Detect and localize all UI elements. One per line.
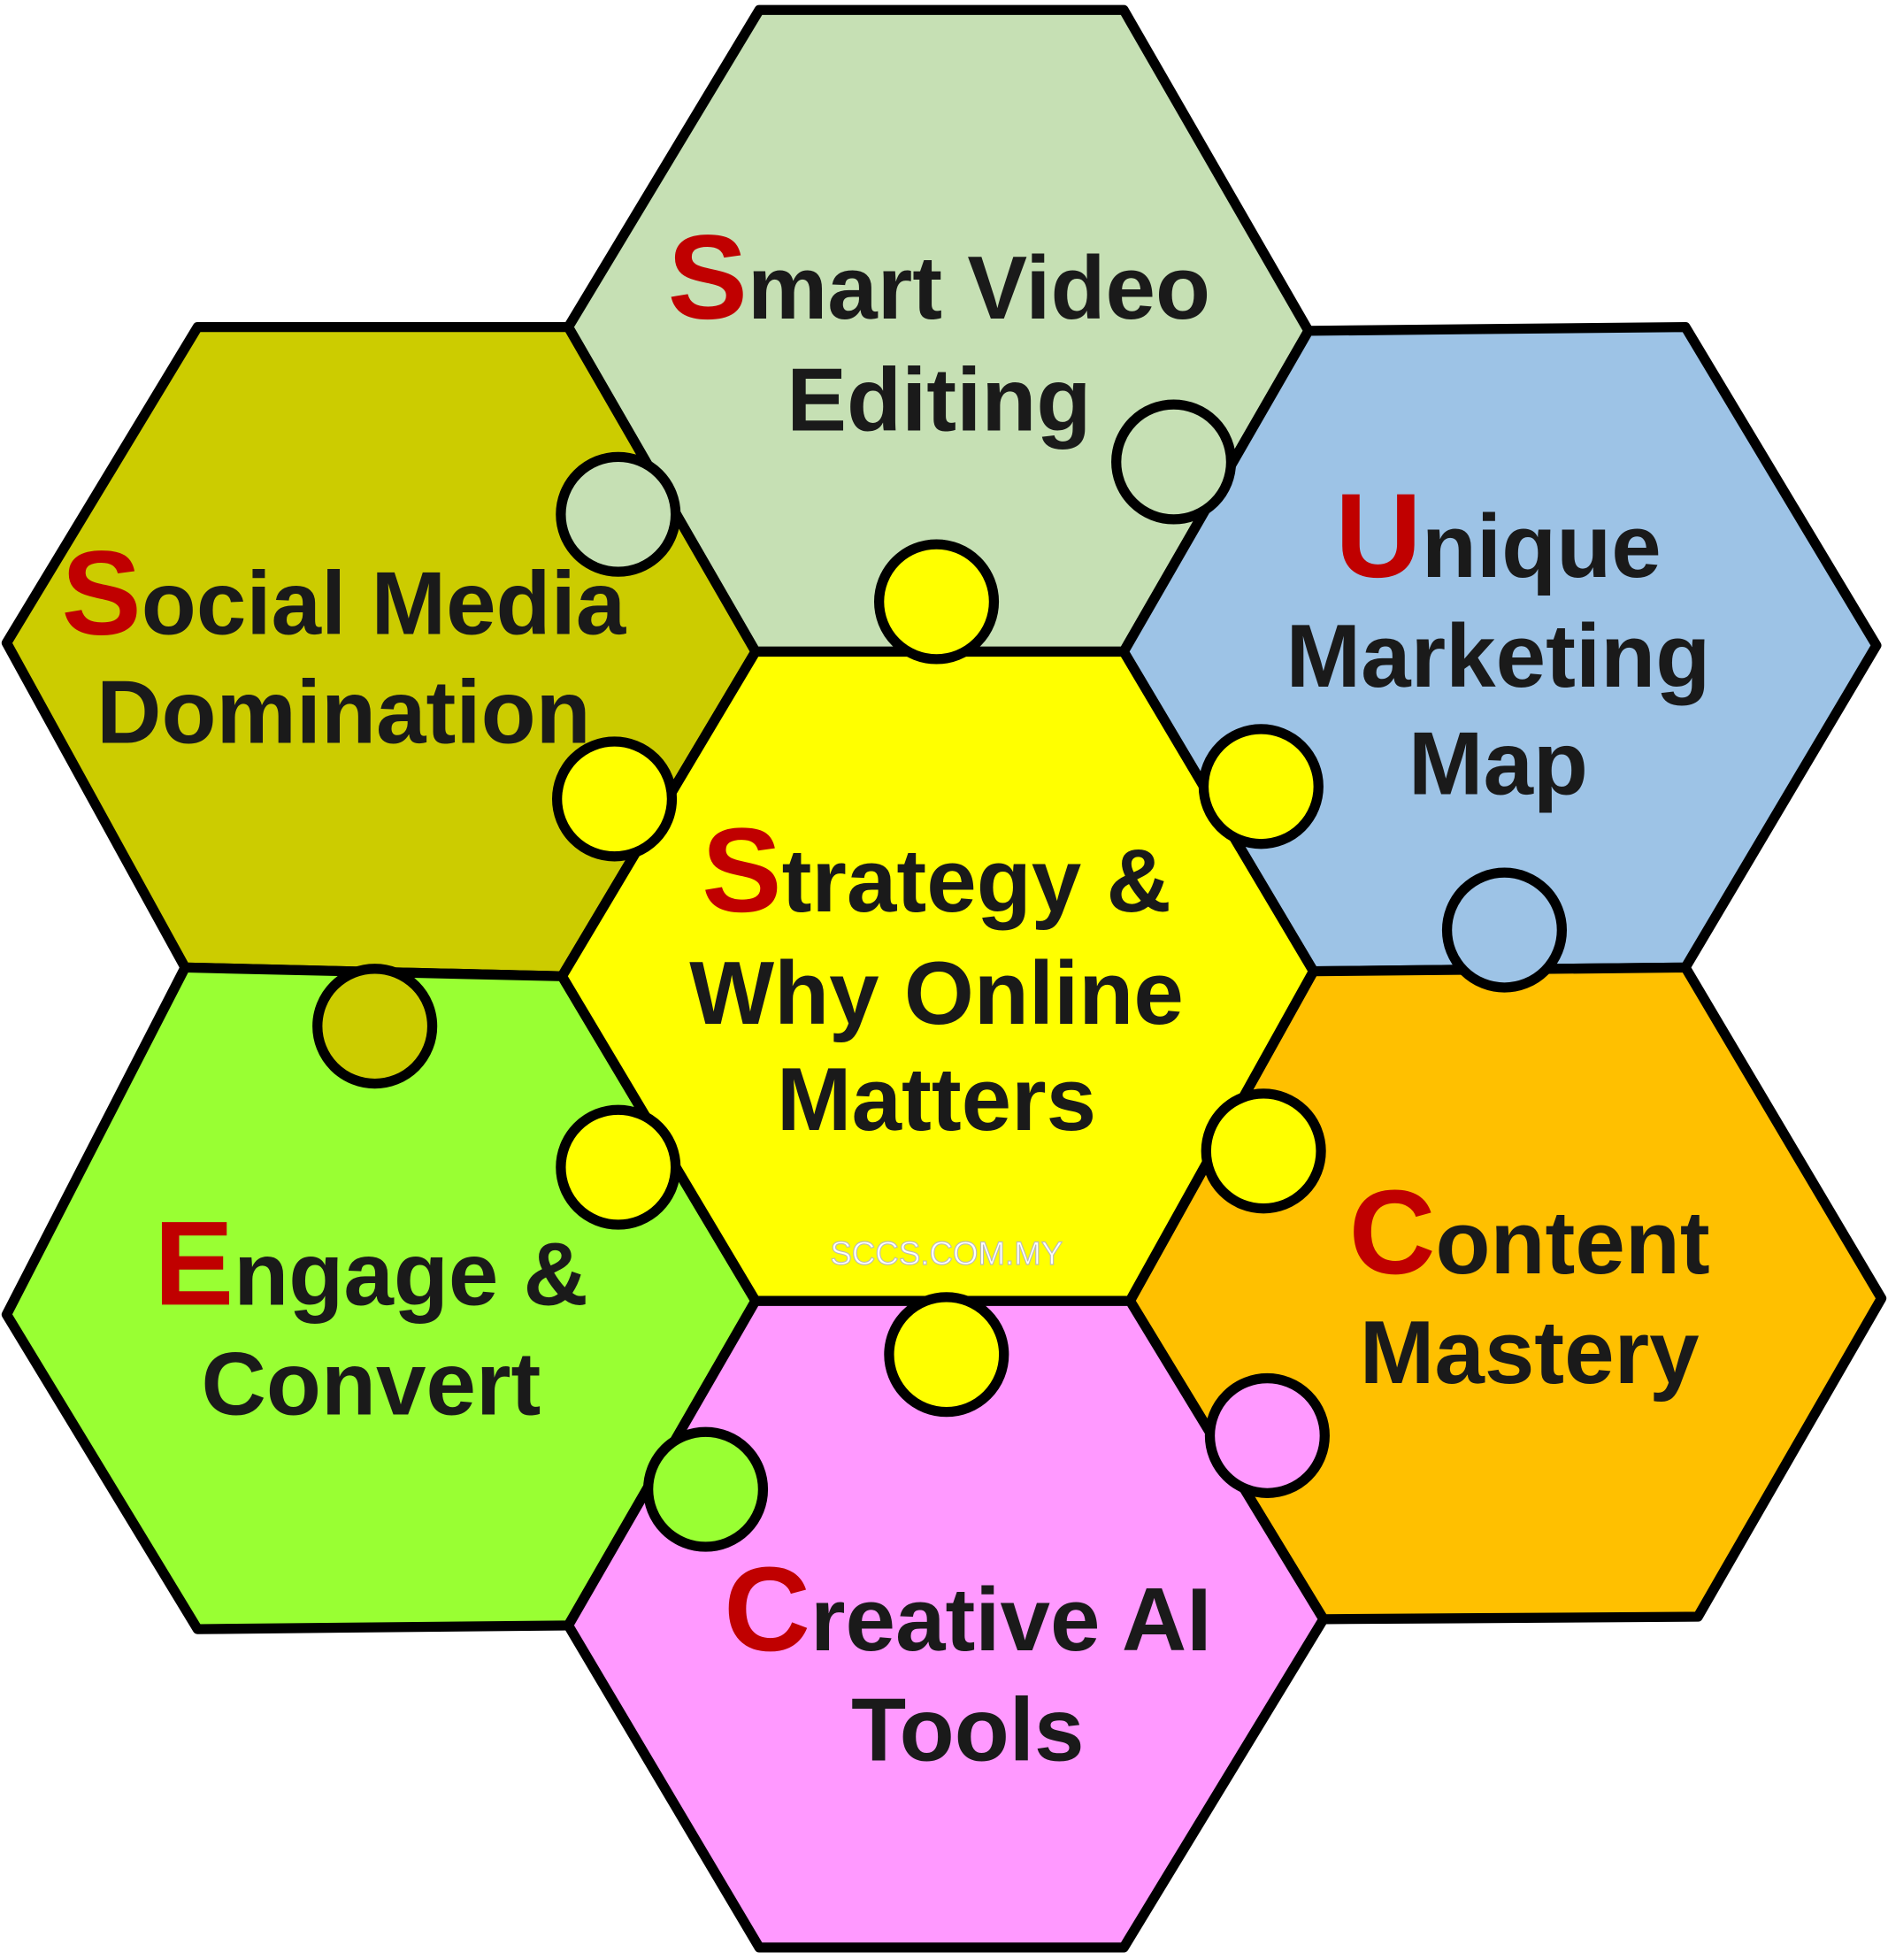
puzzle-knob-bottom [1204,1372,1330,1498]
puzzle-knob-bottom-left [642,1426,769,1552]
puzzle-knob-center [884,1292,1009,1418]
piece-bottom-left-label: Engage & Convert [154,1195,588,1433]
puzzle-knob-center [556,1104,681,1230]
initial-letter: E [154,1195,234,1330]
label-line: Editing [787,350,1091,450]
puzzle-knob-top [1111,399,1237,525]
svg-text:Engage &: Engage & [154,1195,588,1330]
svg-text:Content: Content [1349,1164,1710,1299]
svg-text:Unique: Unique [1335,468,1662,603]
puzzle-knob-center [1198,724,1324,849]
puzzle-knob-center [1201,1088,1326,1214]
piece-top-label: Smart Video Editing [668,210,1210,450]
puzzle-knob-top [556,451,681,577]
puzzle-knob-center [552,736,678,862]
label-line: Tools [851,1679,1084,1779]
puzzle-piece-center [556,646,1319,1306]
label-line: nique [1422,496,1662,596]
piece-center-label: Strategy & Why Online Matters [689,803,1184,1149]
label-line: ontent [1435,1192,1709,1293]
puzzle-knob-top-left [312,964,438,1089]
label-line: Marketing [1286,605,1711,706]
label-line: reative AI [810,1569,1212,1670]
svg-text:Smart Video: Smart Video [668,210,1210,344]
label-line: ocial Media [142,553,627,654]
label-line: trategy & [782,830,1171,931]
label-line: Convert [202,1333,541,1433]
puzzle-knob-center [873,539,1000,665]
label-line: ngage & [234,1223,588,1324]
initial-letter: C [724,1541,810,1676]
label-line: Domination [96,661,591,762]
svg-text:Social Media: Social Media [61,526,626,660]
label-line: Map [1408,712,1588,813]
svg-text:Strategy &: Strategy & [702,803,1171,937]
initial-letter: C [1349,1164,1436,1299]
svg-text:Creative AI: Creative AI [724,1541,1211,1676]
puzzle-knob-top-right [1441,867,1568,993]
initial-letter: U [1335,468,1422,603]
label-line: Matters [777,1049,1096,1149]
piece-bottom-right-label: Content Mastery [1349,1164,1710,1403]
label-line: Mastery [1360,1302,1700,1403]
label-line: mart Video [748,237,1210,338]
piece-bottom-label: Creative AI Tools [724,1541,1211,1779]
watermark: SCCS.COM.MY [830,1235,1063,1272]
initial-letter: S [668,210,748,344]
label-line: Why Online [689,942,1184,1043]
initial-letter: S [702,803,781,937]
initial-letter: S [61,526,141,660]
piece-top-left-label: Social Media Domination [61,526,626,763]
piece-top-right-label: Unique Marketing Map [1286,468,1711,813]
